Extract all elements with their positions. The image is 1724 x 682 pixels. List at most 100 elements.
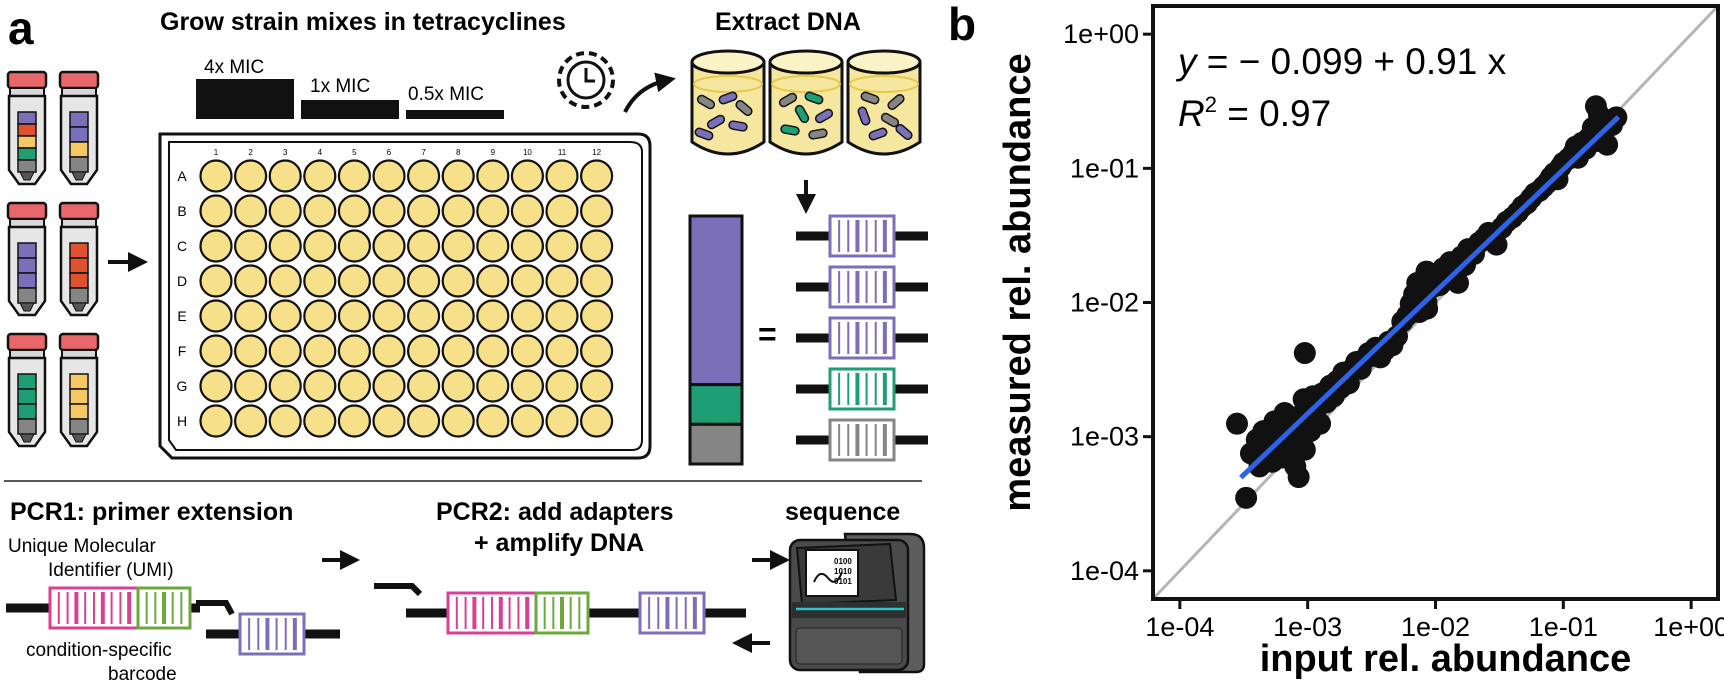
plate-well bbox=[545, 299, 579, 333]
plate-well bbox=[234, 404, 268, 438]
dna-jar bbox=[690, 49, 766, 156]
plate-well bbox=[476, 159, 510, 193]
bacterium bbox=[804, 91, 824, 105]
jar-body bbox=[690, 62, 766, 156]
plate-well bbox=[579, 369, 614, 403]
barcode-row bbox=[828, 367, 896, 411]
plate-well bbox=[234, 229, 268, 263]
pcr1-title: PCR1: primer extension bbox=[10, 498, 293, 526]
tube bbox=[58, 332, 100, 448]
bacterium bbox=[808, 128, 828, 140]
plate-column-label: 5 bbox=[352, 148, 357, 157]
tube-band bbox=[69, 242, 89, 259]
tube-band bbox=[69, 287, 89, 304]
umi-label-line2: Identifier (UMI) bbox=[48, 560, 174, 581]
tube bbox=[6, 201, 48, 317]
bacterium bbox=[780, 124, 800, 136]
plate-well bbox=[476, 404, 510, 438]
tube-band bbox=[17, 135, 37, 149]
primer-hook bbox=[196, 600, 235, 616]
y-tick-label: 1e-02 bbox=[1070, 288, 1139, 318]
tube-band bbox=[17, 159, 37, 173]
jar-rim bbox=[768, 49, 844, 75]
tube-band bbox=[17, 147, 37, 161]
plate-well bbox=[545, 264, 579, 298]
plate-well bbox=[579, 334, 614, 368]
plate-column-label: 7 bbox=[421, 148, 426, 157]
bacterium bbox=[895, 124, 913, 140]
bacterium bbox=[735, 100, 753, 116]
plate-well bbox=[303, 264, 337, 298]
stack-segment bbox=[688, 422, 744, 466]
tube-band bbox=[17, 388, 37, 405]
tube-band bbox=[17, 418, 37, 435]
plate-well bbox=[441, 299, 475, 333]
tube-cap bbox=[6, 201, 48, 221]
tube-cap bbox=[6, 70, 48, 90]
plate-row-label: C bbox=[177, 238, 187, 254]
tube-band bbox=[17, 287, 37, 304]
plate-column-label: 11 bbox=[558, 148, 567, 157]
plate-well bbox=[268, 369, 302, 403]
plate-well bbox=[268, 334, 302, 368]
tube-band bbox=[69, 111, 89, 128]
mic-label-4x: 4x MIC bbox=[204, 57, 264, 78]
plate-well bbox=[476, 264, 510, 298]
plate-column-label: 8 bbox=[456, 148, 461, 157]
x-tick-label: 1e-03 bbox=[1273, 612, 1342, 642]
bacterium bbox=[887, 94, 905, 110]
data-point bbox=[1415, 260, 1438, 283]
plate-row-label: A bbox=[177, 168, 187, 184]
plate-well bbox=[337, 299, 371, 333]
y-tick-label: 1e+00 bbox=[1063, 19, 1139, 49]
scatter-chart: 1e-041e-041e-031e-031e-021e-021e-011e-01… bbox=[997, 4, 1724, 680]
plate-well bbox=[372, 299, 406, 333]
bacterium bbox=[778, 92, 798, 108]
plate-well bbox=[476, 299, 510, 333]
plate-well bbox=[199, 229, 233, 263]
plate-well bbox=[545, 334, 579, 368]
plate-well bbox=[199, 404, 233, 438]
dna-jar bbox=[768, 49, 844, 156]
plate-column-label: 12 bbox=[592, 148, 601, 157]
strain-tubes bbox=[6, 70, 100, 448]
jar-liquid-line bbox=[849, 75, 919, 93]
tube-cap bbox=[58, 332, 100, 352]
primer-forward bbox=[374, 583, 423, 597]
plate-column-label: 2 bbox=[248, 148, 253, 157]
plate-well bbox=[372, 229, 406, 263]
plate-well bbox=[234, 264, 268, 298]
panel-a: a Grow strain mixes in tetracyclines Ext… bbox=[4, 2, 928, 682]
plate-well bbox=[372, 369, 406, 403]
panel-a-label: a bbox=[8, 2, 34, 54]
dna-icon bbox=[813, 571, 843, 583]
plate-well bbox=[441, 334, 475, 368]
plate-well bbox=[579, 264, 614, 298]
tube-band bbox=[69, 373, 89, 390]
barcode-row bbox=[828, 265, 896, 309]
stack-segment bbox=[688, 383, 744, 426]
tube bbox=[6, 332, 48, 448]
mic-bar-05x bbox=[406, 110, 504, 119]
jar-rim bbox=[846, 49, 922, 75]
tube-band bbox=[17, 272, 37, 289]
mic-bar-1x bbox=[301, 100, 399, 119]
plate-well bbox=[510, 229, 545, 263]
plate-well bbox=[268, 159, 302, 193]
plate-well bbox=[234, 194, 268, 228]
bacterium bbox=[868, 127, 888, 141]
plate-well bbox=[441, 159, 475, 193]
plate-well bbox=[407, 334, 441, 368]
plate-well bbox=[510, 299, 545, 333]
plate-well bbox=[407, 264, 441, 298]
screen-bits-3: 0101 bbox=[834, 577, 852, 586]
tube-band bbox=[69, 403, 89, 420]
plate-column-label: 1 bbox=[214, 148, 219, 157]
curved-arrow-to-extract bbox=[623, 72, 676, 113]
plate-column-label: 4 bbox=[318, 148, 323, 157]
plate-well bbox=[337, 264, 371, 298]
bacterium bbox=[694, 127, 714, 141]
plate-well bbox=[234, 369, 268, 403]
plate-well bbox=[372, 334, 406, 368]
fit-equation: y = − 0.099 + 0.91 x bbox=[1175, 41, 1507, 82]
